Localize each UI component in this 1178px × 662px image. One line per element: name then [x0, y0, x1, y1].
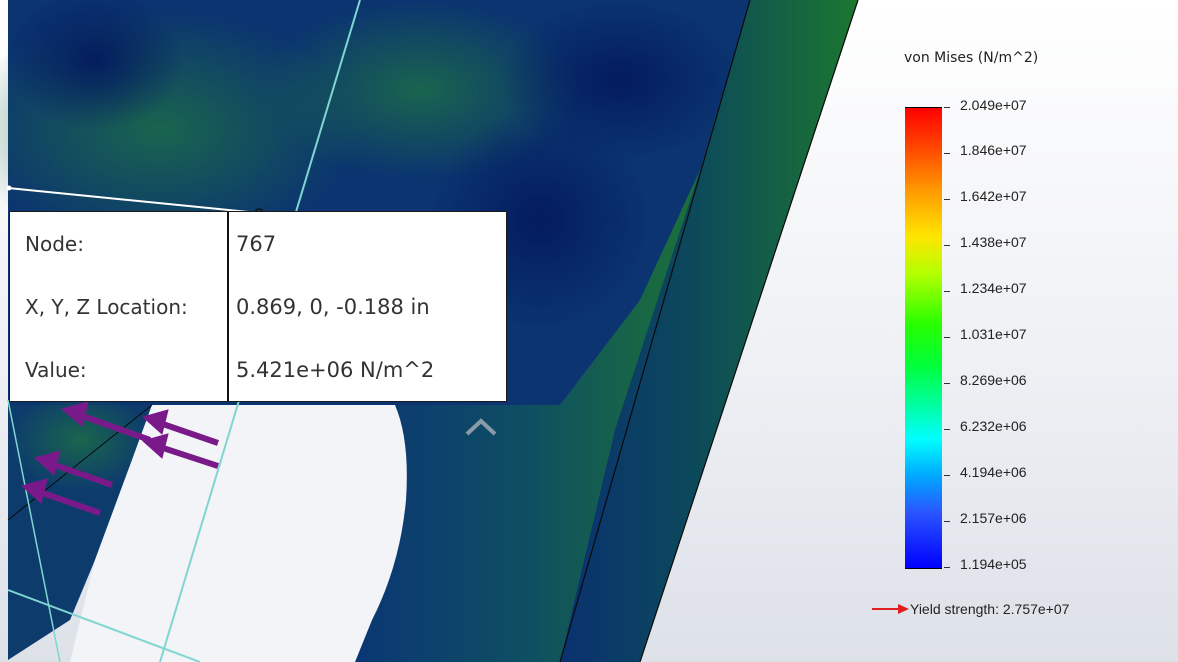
sketch-line	[7, 399, 61, 662]
legend-title: von Mises (N/m^2)	[904, 50, 1039, 66]
part-band[interactable]	[560, 0, 858, 662]
yield-strength-indicator[interactable]: Yield strength: 2.757e+07	[870, 600, 1069, 618]
force-arrow-icon[interactable]	[141, 433, 219, 469]
legend-value: 4.194e+06	[960, 464, 1027, 480]
chevron-up-icon[interactable]	[465, 418, 497, 436]
stress-region-dark	[500, 0, 740, 160]
legend-tick	[944, 199, 950, 200]
legend-tick	[944, 245, 950, 246]
legend-value: 1.846e+07	[960, 142, 1027, 158]
legend-tick	[944, 475, 950, 476]
legend-tick	[944, 429, 950, 430]
legend-tick	[944, 153, 950, 154]
force-arrow-icon[interactable]	[33, 450, 113, 488]
stress-region-dark	[5, 0, 185, 130]
model-edge	[7, 404, 153, 521]
part-hole	[70, 405, 407, 662]
yield-arrow-icon	[872, 604, 909, 614]
probe-location-label: X, Y, Z Location:	[10, 275, 229, 338]
legend-value: 1.194e+05	[960, 556, 1027, 572]
legend-tick	[944, 521, 950, 522]
yield-strength-label: Yield strength: 2.757e+07	[910, 601, 1070, 617]
force-arrow-icon[interactable]	[141, 409, 219, 446]
legend-value: 6.232e+06	[960, 418, 1027, 434]
legend-value: 1.234e+07	[960, 280, 1027, 296]
model-edge	[559, 0, 751, 662]
part-lower[interactable]	[355, 170, 700, 662]
legend-value: 1.438e+07	[960, 234, 1027, 250]
legend-value: 8.269e+06	[960, 372, 1027, 388]
legend-value: 2.157e+06	[960, 510, 1027, 526]
force-arrow-icon[interactable]	[20, 478, 101, 516]
probe-value-label: Value:	[10, 338, 229, 401]
legend-tick	[944, 567, 950, 568]
probe-location-value: 0.869, 0, -0.188 in	[236, 294, 430, 319]
probe-leader-end	[6, 185, 12, 191]
legend-value: 2.049e+07	[960, 97, 1027, 113]
legend-value: 1.642e+07	[960, 188, 1027, 204]
legend-tick	[944, 291, 950, 292]
stress-legend[interactable]: von Mises (N/m^2) 2.049e+07 1.846e+07 1.…	[860, 40, 1160, 630]
probe-value-value: 5.421e+06 N/m^2	[236, 357, 435, 382]
legend-tick	[944, 107, 950, 108]
model-edge	[639, 0, 859, 662]
sketch-line	[7, 589, 201, 662]
legend-tick	[944, 383, 950, 384]
probe-node-label: Node:	[10, 212, 229, 275]
legend-color-bar	[905, 107, 942, 569]
legend-tick	[944, 337, 950, 338]
probe-node-value: 767	[236, 231, 277, 256]
force-arrow-icon[interactable]	[60, 401, 152, 443]
legend-value: 1.031e+07	[960, 326, 1027, 342]
probe-result-table: Node: 767 X, Y, Z Location: 0.869, 0, -0…	[9, 211, 507, 402]
probe-leader-line	[7, 187, 260, 214]
